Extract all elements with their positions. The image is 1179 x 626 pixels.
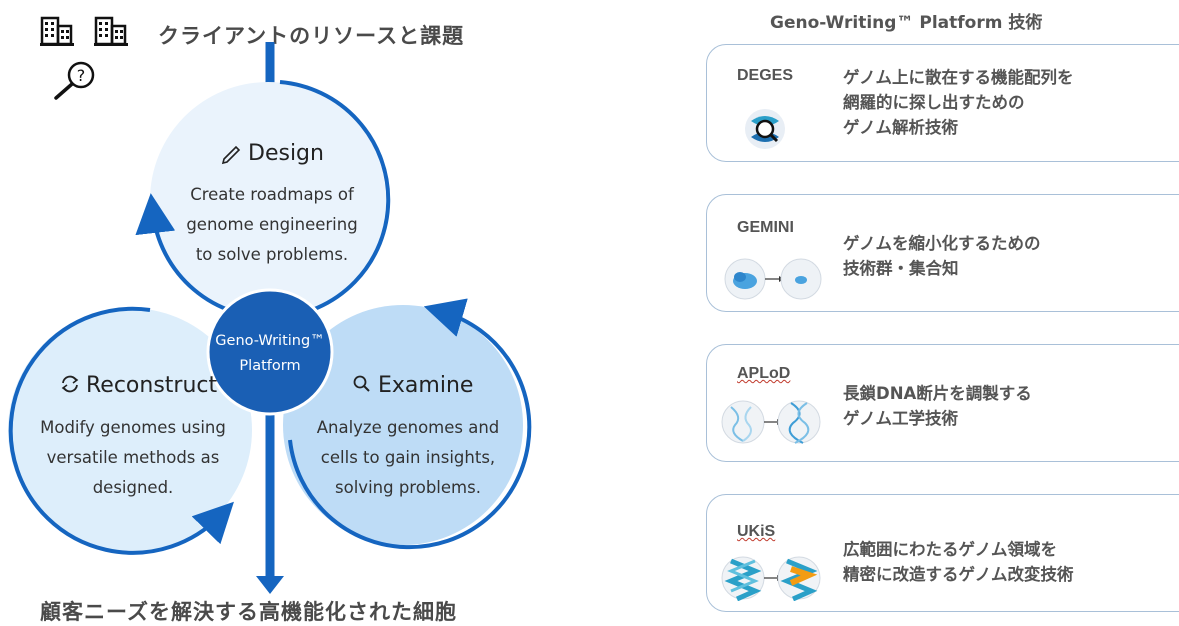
reconstruct-line-1: Modify genomes using (40, 418, 226, 437)
examine-ring-arrow (288, 298, 532, 550)
genome-minimize-icon (724, 258, 822, 300)
customer-needs-heading: 顧客ニーズを解決する高機能化された細胞 (40, 600, 457, 624)
pencil-icon (221, 145, 241, 165)
platform-technology-title: Geno-Writing™ Platform 技術 (770, 13, 1043, 33)
reconstruct-line-3: designed. (93, 478, 174, 497)
examine-circle (283, 305, 523, 545)
design-line-2: genome engineering (186, 215, 357, 234)
genome-editing-icon (721, 556, 821, 601)
design-line-3: to solve problems. (196, 245, 348, 264)
hub-line-2: Platform (239, 358, 300, 374)
examine-line-1: Analyze genomes and (317, 418, 500, 437)
tech-card-ukis: UKiS 広範囲にわたるゲノム領域を 精密に改造するゲノム改変技術 (706, 494, 1179, 612)
tech-name: UKiS (737, 523, 776, 540)
platform-hub (206, 288, 334, 416)
tech-card-deges: DEGES ゲノム上に散在する機能配列を 網羅的に探し出すための ゲノム解析技術 (706, 44, 1179, 162)
building-icon (94, 16, 128, 46)
reconstruct-title: Reconstruct (86, 373, 218, 398)
geno-writing-cycle-diagram: Geno-Writing™ Platform Design Create roa… (8, 42, 532, 594)
svg-text:?: ? (77, 66, 86, 85)
building-icon (40, 16, 74, 46)
design-line-1: Create roadmaps of (190, 185, 355, 204)
recycle-icon (61, 375, 79, 393)
tech-name: APLoD (737, 365, 791, 382)
client-resources-heading: クライアントのリソースと課題 (158, 24, 465, 48)
tech-card-gemini: GEMINI ゲノムを縮小化するための 技術群・集合知 (706, 194, 1179, 312)
tech-description: ゲノムを縮小化するための 技術群・集合知 (843, 234, 1041, 278)
hub-line-1: Geno-Writing™ (215, 333, 324, 349)
tech-name: DEGES (737, 67, 794, 84)
reconstruct-circle (8, 308, 252, 552)
examine-line-3: solving problems. (335, 478, 481, 497)
dna-fragment-icon (721, 400, 821, 444)
search-icon (353, 375, 370, 392)
flow-arrow-head (256, 576, 284, 594)
tech-description: 長鎖DNA断片を調製する ゲノム工学技術 (843, 384, 1032, 428)
tech-description: 広範囲にわたるゲノム領域を 精密に改造するゲノム改変技術 (843, 540, 1074, 584)
tech-description: ゲノム上に散在する機能配列を 網羅的に探し出すための ゲノム解析技術 (843, 68, 1074, 137)
genome-search-icon (745, 109, 785, 149)
design-circle (150, 82, 386, 318)
tech-name: GEMINI (737, 219, 794, 236)
reconstruct-ring-arrow (8, 306, 235, 555)
reconstruct-line-2: versatile methods as (47, 448, 220, 467)
design-title: Design (248, 141, 324, 166)
tech-card-aplod: APLoD 長鎖DNA断片を調製する ゲノム工学技術 (706, 344, 1179, 462)
design-ring-arrow (135, 80, 391, 320)
examine-line-2: cells to gain insights, (321, 448, 495, 467)
magnifier-question-icon: ? (54, 61, 95, 100)
examine-title: Examine (378, 373, 473, 398)
